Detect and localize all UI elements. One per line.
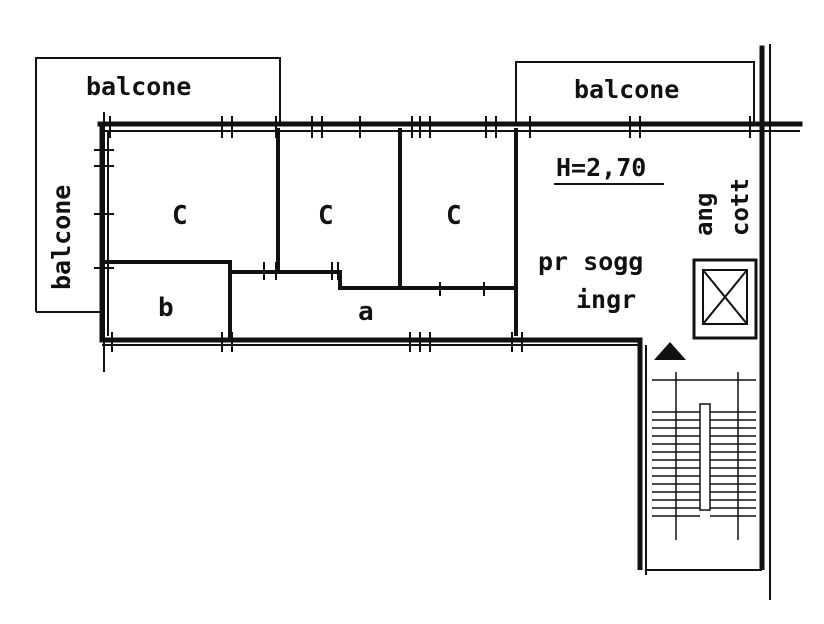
wall-ticks [94,116,751,352]
room-c1-label: C [172,201,188,231]
height-label: H=2,70 [556,153,646,182]
interior-walls [104,128,518,340]
lift-core [692,258,758,340]
room-c2-label: C [318,201,334,231]
stair-treads [652,411,756,517]
balcone-left-label: balcone [47,185,76,290]
stairwell [637,340,765,575]
outer-wall-double [100,44,800,600]
entrance-arrow-icon [654,342,686,360]
room-b-label: b [158,293,174,323]
balcony-outlines [35,57,755,313]
balcone-top-left-label: balcone [86,72,191,101]
ang-label: ang [690,193,718,236]
outer-walls [97,45,803,348]
room-c3-label: C [446,201,462,231]
ingr-label: ingr [576,285,636,314]
room-a-label: a [358,297,374,327]
cott-label: cott [726,178,754,236]
balcone-top-right-label: balcone [574,75,679,104]
pr-sogg-label: pr sogg [538,247,643,276]
